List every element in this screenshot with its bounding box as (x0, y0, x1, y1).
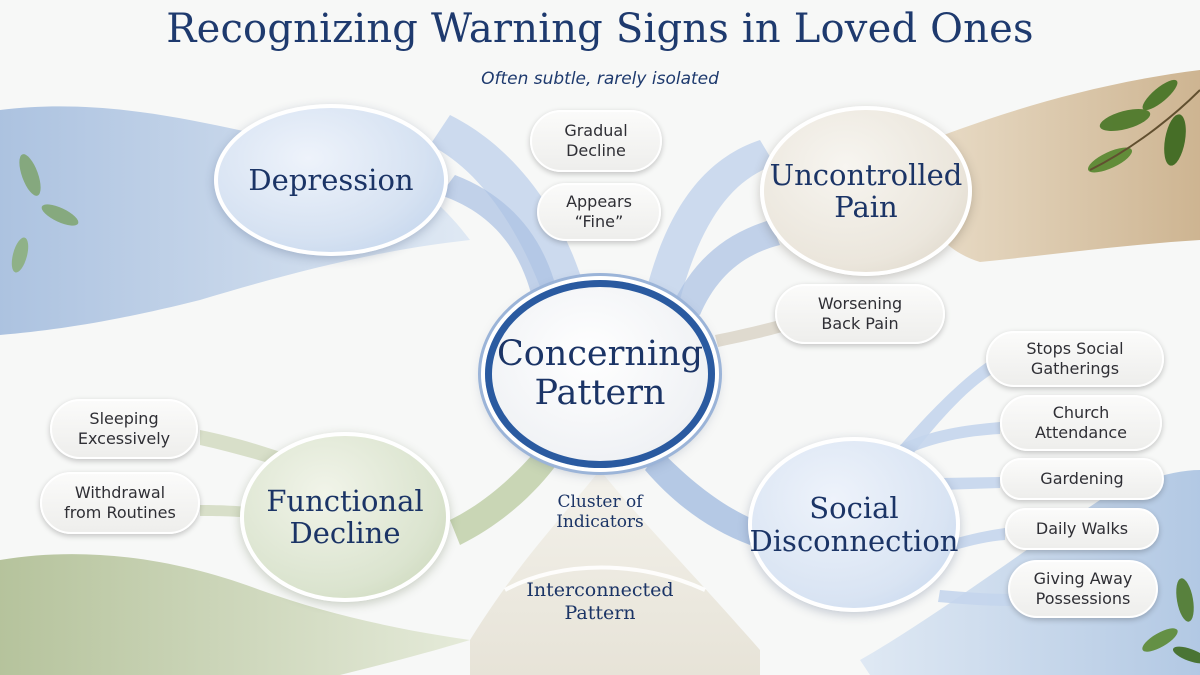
sign-gradual-decline-label: Gradual Decline (564, 121, 628, 160)
sign-daily-walks-label: Daily Walks (1035, 519, 1129, 539)
node-uncontrolled-pain: Uncontrolled Pain (760, 106, 972, 276)
bottom-center-band (470, 470, 760, 675)
sign-gardening-label: Gardening (1040, 469, 1124, 489)
node-functional-label: Functional Decline (266, 483, 424, 550)
sign-withdrawal-routines: Withdrawal from Routines (40, 472, 200, 534)
ribbon-pain-pill (715, 320, 782, 347)
sign-gradual-decline: Gradual Decline (530, 110, 662, 172)
node-social-disconnection: Social Disconnection (748, 437, 960, 612)
node-social-label: Social Disconnection (749, 491, 959, 558)
sign-withdrawal-routines-label: Withdrawal from Routines (64, 483, 176, 522)
sign-giving-away-possessions: Giving Away Possessions (1008, 560, 1158, 618)
sign-appears-fine-label: Appears “Fine” (566, 192, 632, 231)
sign-stops-social-gatherings: Stops Social Gatherings (986, 331, 1164, 387)
sign-gardening: Gardening (1000, 458, 1164, 500)
node-pain-label: Uncontrolled Pain (769, 157, 963, 224)
label-interconnected-pattern: Interconnected Pattern (526, 579, 674, 624)
leaf-cluster-bottom-right (1142, 578, 1200, 664)
ribbon-pain (645, 140, 775, 300)
ribbon-social-fan-3 (940, 477, 1000, 490)
ribbon-social (645, 450, 755, 545)
sign-sleeping-excessively: Sleeping Excessively (50, 399, 198, 459)
bottom-left-wash (0, 554, 470, 675)
sign-appears-fine: Appears “Fine” (537, 183, 661, 241)
leaf-cluster-left (11, 154, 79, 273)
sign-worsening-back-pain-label: Worsening Back Pain (817, 294, 903, 333)
page-subtitle: Often subtle, rarely isolated (481, 69, 719, 89)
ribbon-social-fan-2 (900, 422, 1000, 455)
sign-worsening-back-pain: Worsening Back Pain (775, 284, 945, 344)
node-depression: Depression (214, 104, 448, 256)
label-cluster-indicators: Cluster of Indicators (556, 492, 644, 533)
sign-church-attendance: Church Attendance (1000, 395, 1162, 451)
page-title: Recognizing Warning Signs in Loved Ones (166, 6, 1034, 52)
sign-giving-away-possessions-label: Giving Away Possessions (1033, 569, 1133, 608)
center-label: Concerning Pattern (496, 333, 704, 413)
sign-church-attendance-label: Church Attendance (1035, 403, 1127, 442)
sign-daily-walks: Daily Walks (1005, 508, 1159, 550)
ribbon-depression-2 (440, 175, 560, 310)
bottom-center-divider (504, 565, 706, 592)
sign-sleeping-excessively-label: Sleeping Excessively (77, 409, 171, 448)
ribbon-social-fan-5 (938, 590, 1010, 606)
leaf-cluster-right (1087, 79, 1200, 173)
ribbon-social-fan-4 (950, 528, 1005, 550)
ribbon-functional (450, 440, 560, 545)
node-functional-decline: Functional Decline (240, 432, 450, 602)
node-concerning-pattern: Concerning Pattern (485, 280, 715, 468)
sign-stops-social-gatherings-label: Stops Social Gatherings (1026, 339, 1124, 378)
node-depression-label: Depression (248, 162, 414, 197)
ribbon-pain-2 (670, 220, 780, 315)
